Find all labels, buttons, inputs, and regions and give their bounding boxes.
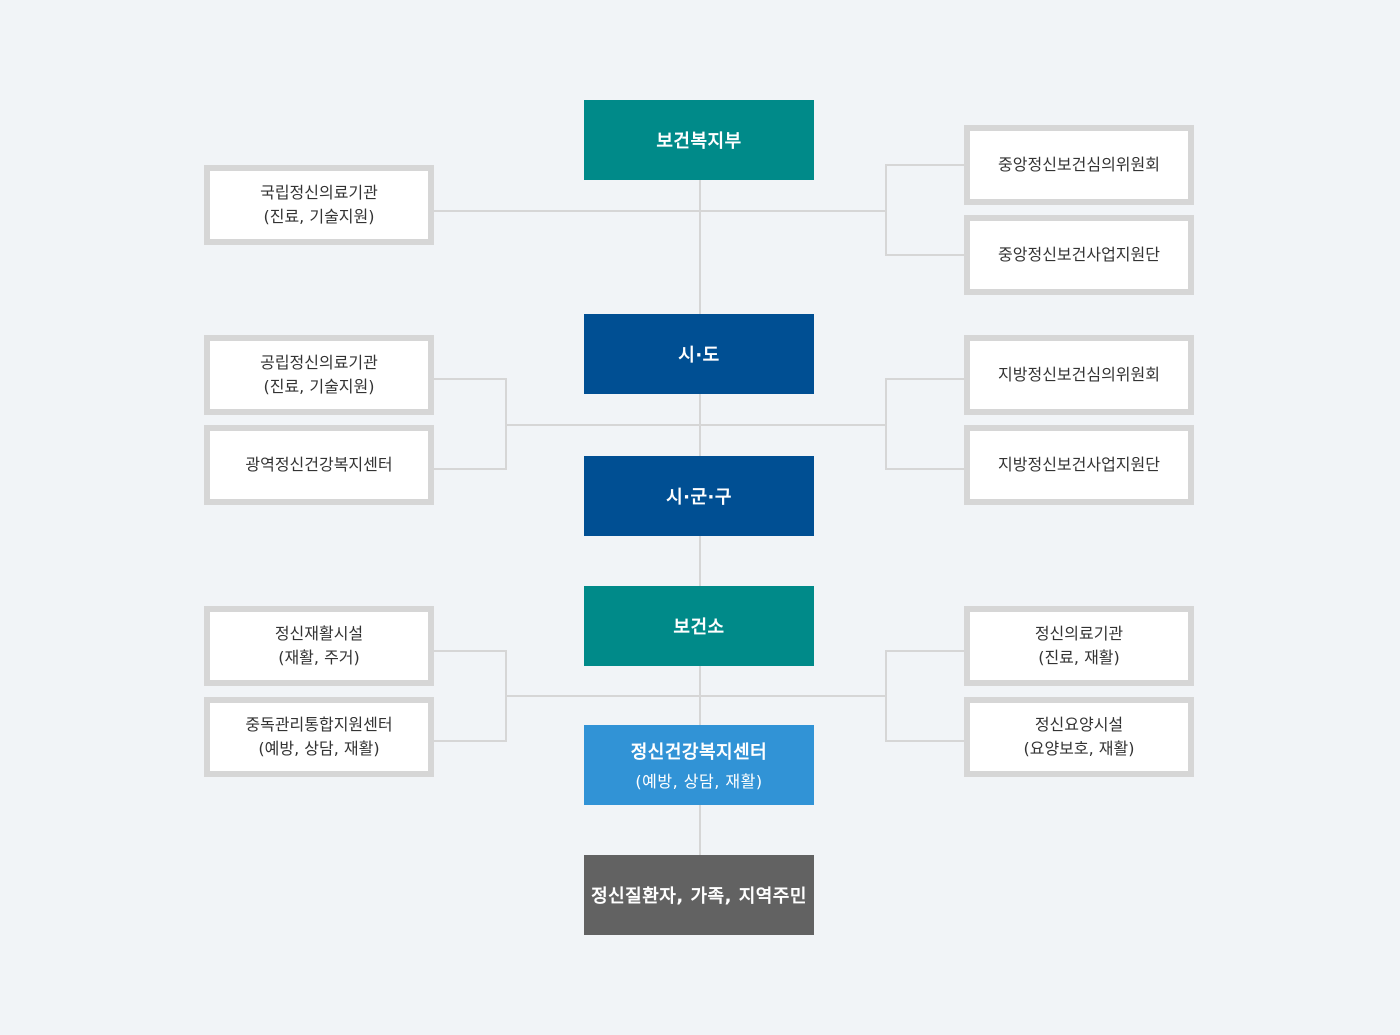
central-committee-box: 중앙정신보건심의위원회: [964, 125, 1194, 205]
citizens-box: 정신질환자, 가족, 지역주민: [584, 855, 814, 935]
regional-center-label: 광역정신건강복지센터: [245, 455, 393, 474]
local-committee-label: 지방정신보건심의위원회: [998, 365, 1160, 384]
health-center-label: 보건소: [673, 617, 725, 638]
mental-center-label: 정신건강복지센터: [630, 742, 768, 763]
medical-institution-sublabel: (진료, 재활): [1038, 648, 1120, 667]
public-hospital-label: 공립정신의료기관: [260, 353, 378, 372]
central-committee-label: 중앙정신보건심의위원회: [998, 155, 1160, 174]
ministry-label: 보건복지부: [656, 131, 742, 152]
province-label: 시·도: [678, 345, 720, 366]
local-support-label: 지방정신보건사업지원단: [998, 455, 1160, 474]
mental-center-box: 정신건강복지센터 (예방, 상담, 재활): [584, 725, 814, 805]
national-hospital-label: 국립정신의료기관: [260, 183, 378, 202]
mental-center-sublabel: (예방, 상담, 재활): [635, 772, 763, 791]
care-facility-box: 정신요양시설 (요양보호, 재활): [964, 697, 1194, 777]
regional-center-box: 광역정신건강복지센터: [204, 425, 434, 505]
rehab-facility-sublabel: (재활, 주거): [278, 648, 360, 667]
addiction-center-label: 중독관리통합지원센터: [245, 715, 393, 734]
local-committee-box: 지방정신보건심의위원회: [964, 335, 1194, 415]
medical-institution-box: 정신의료기관 (진료, 재활): [964, 606, 1194, 686]
district-box: 시·군·구: [584, 456, 814, 536]
care-facility-sublabel: (요양보호, 재활): [1023, 739, 1135, 758]
addiction-center-box: 중독관리통합지원센터 (예방, 상담, 재활): [204, 697, 434, 777]
local-support-box: 지방정신보건사업지원단: [964, 425, 1194, 505]
district-label: 시·군·구: [666, 487, 732, 508]
national-hospital-box: 국립정신의료기관 (진료, 기술지원): [204, 165, 434, 245]
citizens-label: 정신질환자, 가족, 지역주민: [591, 886, 807, 907]
public-hospital-sublabel: (진료, 기술지원): [263, 377, 375, 396]
rehab-facility-box: 정신재활시설 (재활, 주거): [204, 606, 434, 686]
ministry-box: 보건복지부: [584, 100, 814, 180]
national-hospital-sublabel: (진료, 기술지원): [263, 207, 375, 226]
care-facility-label: 정신요양시설: [1034, 715, 1124, 734]
central-support-label: 중앙정신보건사업지원단: [998, 245, 1160, 264]
central-support-box: 중앙정신보건사업지원단: [964, 215, 1194, 295]
rehab-facility-label: 정신재활시설: [274, 624, 364, 643]
province-box: 시·도: [584, 314, 814, 394]
public-hospital-box: 공립정신의료기관 (진료, 기술지원): [204, 335, 434, 415]
addiction-center-sublabel: (예방, 상담, 재활): [258, 739, 380, 758]
health-center-box: 보건소: [584, 586, 814, 666]
medical-institution-label: 정신의료기관: [1034, 624, 1124, 643]
